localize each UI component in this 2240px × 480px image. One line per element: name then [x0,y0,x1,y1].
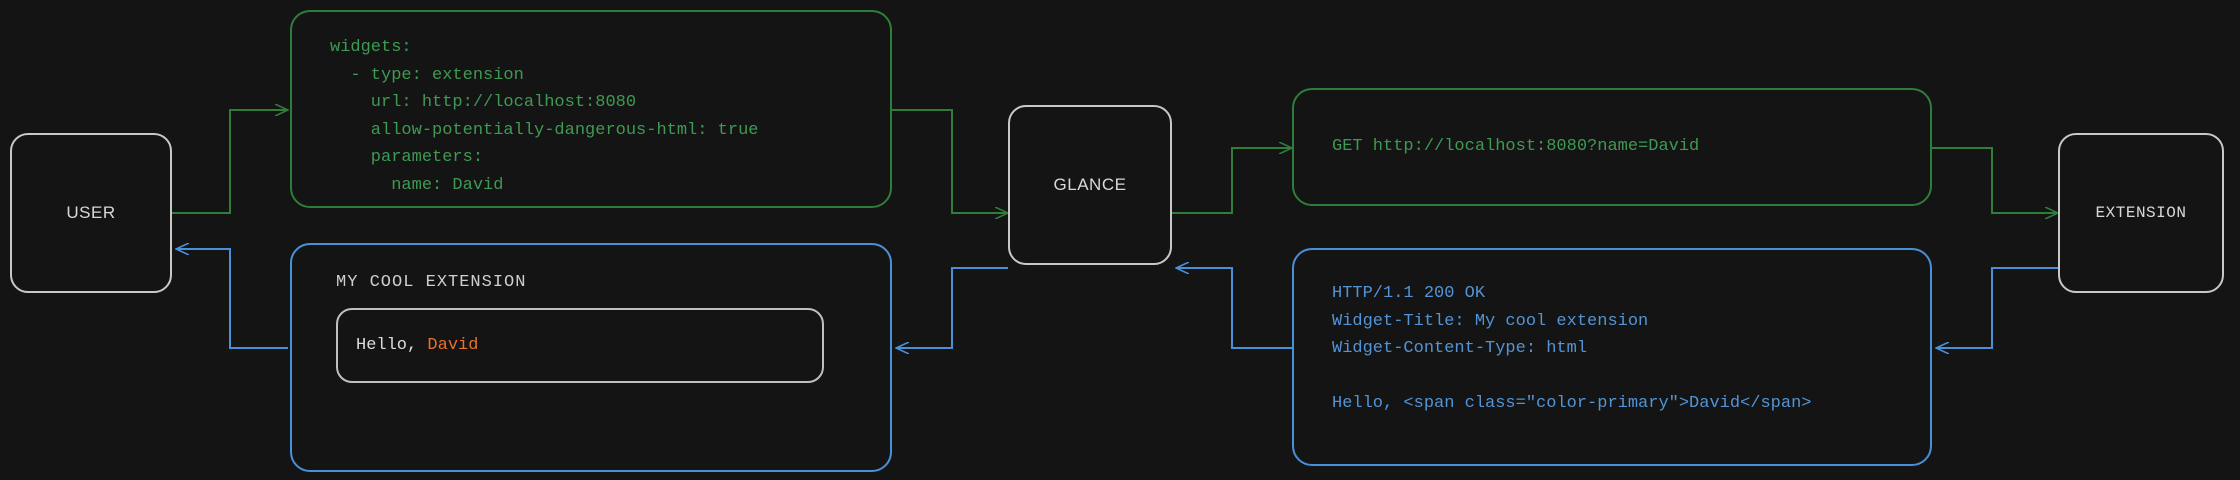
edge-http-response-to-glance [1176,268,1292,349]
widget-preview-body: Hello, David [336,308,824,383]
http-response-code: HTTP/1.1 200 OK Widget-Title: My cool ex… [1332,284,1812,414]
node-user[interactable]: USER [10,133,172,293]
edge-extension-to-http-response [1936,267,2058,348]
node-extension-label: EXTENSION [2095,204,2187,222]
edge-widget-to-user [176,249,288,349]
node-glance-label: GLANCE [1053,175,1127,194]
widget-greeting-name: David [427,336,479,355]
edge-glance-to-widget [896,267,1008,348]
http-request-code: GET http://localhost:8080?name=David [1332,137,1700,157]
node-extension[interactable]: EXTENSION [2058,133,2224,293]
edge-user-to-config [172,110,288,214]
edge-glance-to-http-request [1172,148,1292,214]
panel-widget-preview: MY COOL EXTENSION Hello, David [290,243,892,472]
edge-config-to-glance [892,109,1008,213]
panel-http-response: HTTP/1.1 200 OK Widget-Title: My cool ex… [1292,248,1932,466]
panel-config: widgets: - type: extension url: http://l… [290,10,892,208]
widget-preview-title: MY COOL EXTENSION [336,273,527,292]
edge-http-request-to-extension [1932,147,2058,213]
panel-http-request: GET http://localhost:8080?name=David [1292,88,1932,206]
widget-greeting-prefix: Hello, [356,336,428,355]
node-glance[interactable]: GLANCE [1008,105,1172,265]
node-user-label: USER [66,203,116,222]
config-yaml-code: widgets: - type: extension url: http://l… [330,38,759,195]
